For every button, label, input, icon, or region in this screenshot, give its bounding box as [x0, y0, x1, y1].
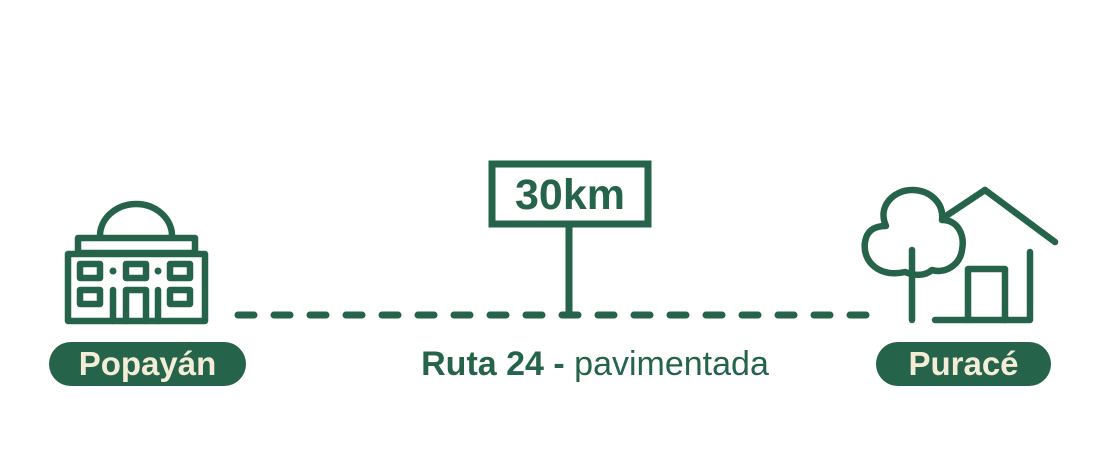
distance-label: 30km [515, 171, 625, 219]
government-building-icon [64, 200, 209, 325]
house-with-tree-icon [861, 186, 1059, 324]
destination-label: Puracé [876, 342, 1051, 386]
route-caption: Ruta 24 - pavimentada [300, 343, 890, 385]
origin-label: Popayán [49, 342, 246, 386]
route-surface: pavimentada [574, 345, 769, 383]
signpost-icon [488, 160, 652, 319]
route-name: Ruta 24 - [421, 345, 565, 383]
